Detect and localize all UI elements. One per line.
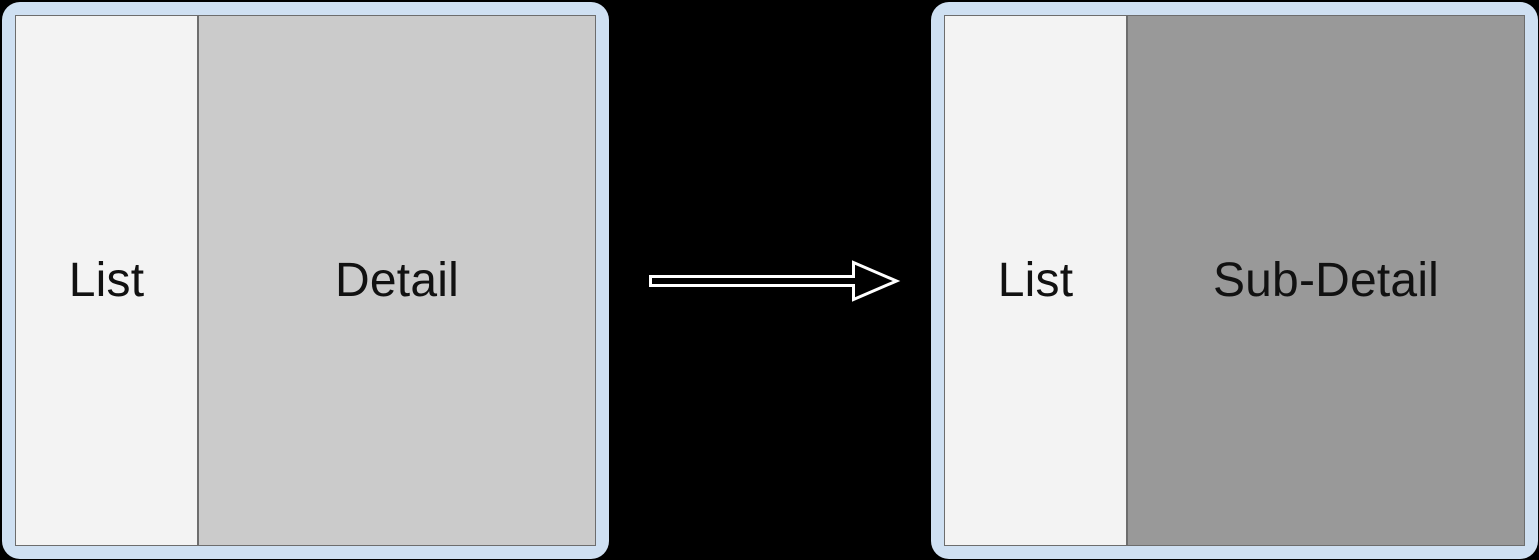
transition-arrow	[645, 252, 903, 310]
window-master-detail[interactable]: List Detail	[2, 2, 609, 559]
window-content-area: List Detail	[15, 15, 596, 546]
pane-list[interactable]: List	[16, 16, 199, 545]
pane-detail-label: Detail	[335, 253, 459, 307]
pane-list-label: List	[68, 253, 145, 307]
pane-subdetail[interactable]: Sub-Detail	[1128, 16, 1524, 545]
pane-list[interactable]: List	[945, 16, 1128, 545]
arrow-right-icon	[649, 260, 901, 302]
pane-list-label: List	[997, 253, 1074, 307]
window-master-subdetail[interactable]: List Sub-Detail	[931, 2, 1538, 559]
pane-subdetail-label: Sub-Detail	[1212, 253, 1440, 307]
pane-detail[interactable]: Detail	[199, 16, 595, 545]
window-content-area: List Sub-Detail	[944, 15, 1525, 546]
